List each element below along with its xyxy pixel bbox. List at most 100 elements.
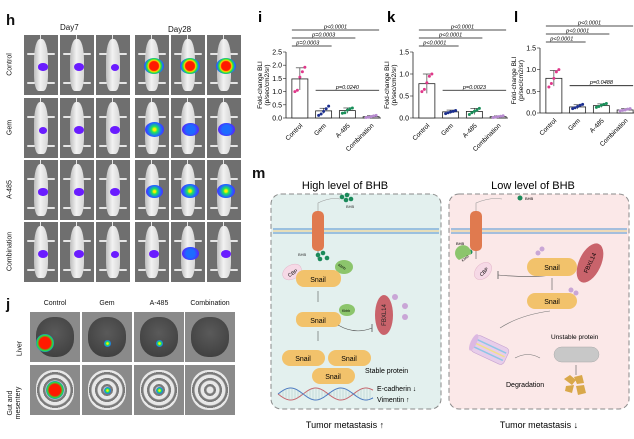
y-tick-label: 0.5 xyxy=(526,89,536,96)
y-tick-label: 2.5 xyxy=(272,50,282,57)
data-point xyxy=(348,107,352,111)
p-value-label: p=0.0003 xyxy=(295,41,320,47)
bioluminescence-signal xyxy=(180,58,200,74)
day28-label: Day28 xyxy=(168,25,192,34)
data-point xyxy=(374,113,378,117)
bioluminescence-signal xyxy=(217,122,235,137)
bli-mouse-image xyxy=(135,98,169,158)
receptor-left xyxy=(312,211,324,251)
bli-mouse-image xyxy=(60,222,94,282)
bioluminescence-signal xyxy=(110,63,120,71)
bioluminescence-signal xyxy=(217,184,235,199)
outcome-right: Tumor metastasis ↓ xyxy=(500,420,578,430)
data-point xyxy=(573,106,577,110)
y-tick-label: 1.0 xyxy=(399,72,409,79)
liver-image xyxy=(82,312,132,362)
x-tick-label: Control xyxy=(412,122,432,142)
membrane-left xyxy=(273,228,439,234)
data-point xyxy=(420,90,424,94)
degradation-label: Degradation xyxy=(506,382,544,389)
bioluminescence-signal xyxy=(74,188,84,196)
data-point xyxy=(571,107,575,111)
data-point xyxy=(557,68,561,72)
organ-column-label: Gem xyxy=(99,300,115,307)
p-value-label: p<0.0001 xyxy=(549,37,573,43)
chart-panel-label: i xyxy=(258,9,262,26)
p-value-label: p=0.0023 xyxy=(462,85,487,91)
data-point xyxy=(364,115,368,119)
snail-label-right-2: Snail xyxy=(544,299,560,306)
bli-mouse-image xyxy=(171,160,205,220)
bli-mouse-image xyxy=(96,35,130,95)
snail-right-1 xyxy=(527,258,577,276)
high-bhb-cell xyxy=(270,193,442,410)
bli-mouse-image xyxy=(24,98,58,158)
organ-column-label: Control xyxy=(43,300,67,307)
y-tick-label: 0.0 xyxy=(526,111,536,118)
degraded-fragments-icon xyxy=(564,375,586,395)
y-axis-label-units: (p/sec/cm2/sr) xyxy=(391,64,398,105)
group-row-label: Combination xyxy=(6,231,14,272)
data-point xyxy=(427,74,431,78)
liver-image xyxy=(185,312,235,362)
y-tick-label: 0.0 xyxy=(399,116,409,123)
x-tick-label: Gem xyxy=(313,122,328,137)
bioluminescence-signal xyxy=(216,58,236,74)
low-bhb-title: Low level of BHB xyxy=(491,180,575,192)
bioluminescence-signal xyxy=(38,126,48,134)
data-point xyxy=(604,101,608,105)
data-point xyxy=(293,90,297,94)
x-tick-label: A-485 xyxy=(462,122,479,139)
bhb-label-left-inside: BHB xyxy=(298,252,307,257)
snail-label-left-5: Snail xyxy=(325,374,341,381)
bioluminescence-signal xyxy=(38,250,48,258)
x-tick-label: A-485 xyxy=(589,117,606,134)
data-point xyxy=(501,114,505,118)
snail-left-1 xyxy=(296,270,341,287)
data-point xyxy=(422,87,426,91)
gut-mesentery-image xyxy=(30,365,80,415)
data-point xyxy=(597,105,601,108)
p-value-label: p=0.0488 xyxy=(589,80,614,86)
data-point xyxy=(599,103,603,107)
data-point xyxy=(549,82,553,86)
bli-mouse-image xyxy=(24,35,58,95)
bhb-label-right-inside: BHB xyxy=(456,241,465,246)
bli-mouse-image xyxy=(171,222,205,282)
p-value-label: p<0.0001 xyxy=(438,33,462,39)
chart-panel-label: k xyxy=(387,9,396,26)
bioluminescence-signal xyxy=(221,250,231,258)
high-bhb-title: High level of BHB xyxy=(302,180,388,192)
kbhb-right xyxy=(455,245,472,260)
kbhb-label-left-1: Kbhb xyxy=(337,263,346,271)
mechanism-diagram: High level of BHB Low level of BHB BHB B… xyxy=(270,180,630,430)
data-point xyxy=(444,112,448,116)
bioluminescence-signal xyxy=(110,250,120,258)
ubiquitin-left xyxy=(392,294,408,320)
organ-column-label: A-485 xyxy=(149,300,169,307)
data-point xyxy=(623,108,627,112)
kbhb-label-left-2: Kbhb xyxy=(342,309,350,313)
bioluminescence-signal xyxy=(181,246,199,261)
data-point xyxy=(319,112,323,116)
y-tick-label: 0.5 xyxy=(399,94,409,101)
bioluminescence-signal xyxy=(74,250,84,258)
organ-column-label: Combination xyxy=(190,300,230,307)
bhb-label-right-top: BHB xyxy=(525,196,534,201)
kbhb-left-1 xyxy=(335,260,353,274)
fbxl14-label-left: FBXL14 xyxy=(382,304,388,326)
x-tick-label: Control xyxy=(285,122,305,142)
cbp-label-right: CBP xyxy=(479,266,491,278)
bioluminescence-signal xyxy=(103,386,111,394)
x-tick-label: Gem xyxy=(440,122,455,137)
data-point xyxy=(300,70,304,74)
y-tick-label: 1.0 xyxy=(272,89,282,96)
bli-mouse-image xyxy=(96,222,130,282)
p-value-label: p<0.0001 xyxy=(450,25,474,31)
bioluminescence-signal xyxy=(74,126,84,134)
day7-label: Day7 xyxy=(60,23,79,32)
bioluminescence-signal xyxy=(155,386,163,394)
p-value-label: p=0.0240 xyxy=(335,85,360,91)
x-tick-label: A-485 xyxy=(335,122,352,139)
bioluminescence-signal xyxy=(73,62,85,72)
